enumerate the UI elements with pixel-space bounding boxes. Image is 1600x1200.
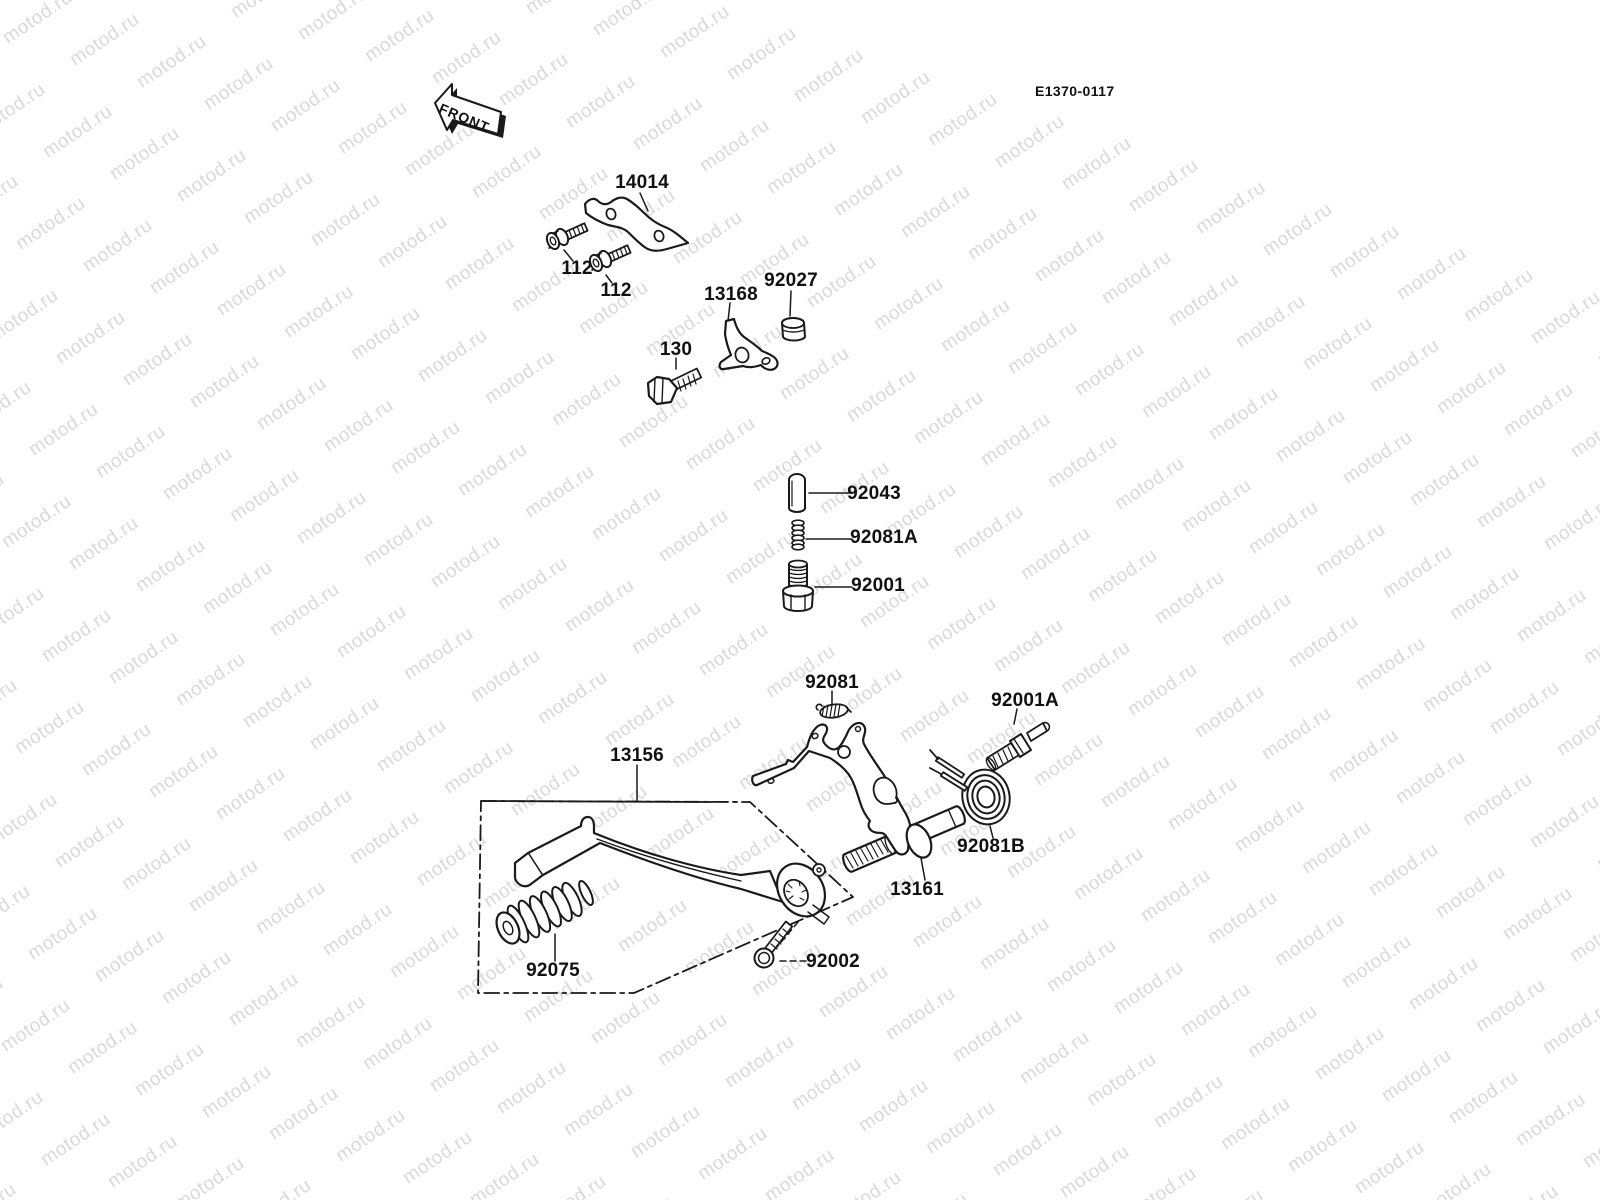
part-label-92043: 92043 xyxy=(847,483,901,504)
part-92001A-drawing xyxy=(985,721,1051,771)
part-label-130: 130 xyxy=(659,339,693,360)
part-shift-arm-drawing xyxy=(751,721,933,859)
part-label-92027: 92027 xyxy=(764,270,818,291)
part-label-92081A: 92081A xyxy=(850,527,918,548)
leader-lines xyxy=(554,192,1018,962)
part-label-92001: 92001 xyxy=(851,575,905,596)
part-14014-drawing xyxy=(583,196,690,252)
part-label-14014: 14014 xyxy=(615,172,669,193)
part-label-92075: 92075 xyxy=(526,960,580,981)
part-130-bolt-drawing xyxy=(646,367,703,406)
part-label-92001A: 92001A xyxy=(991,690,1059,711)
part-92075-drawing xyxy=(495,880,594,945)
part-92081B-drawing xyxy=(929,749,1011,826)
part-92081-drawing xyxy=(815,703,852,719)
part-label-112-lower: 112 xyxy=(600,280,632,301)
part-label-92081: 92081 xyxy=(805,672,859,693)
part-112-bolt-drawing xyxy=(545,222,589,251)
front-arrow xyxy=(434,83,506,138)
part-label-13161: 13161 xyxy=(890,879,944,900)
part-92081A-drawing xyxy=(791,519,805,551)
part-label-13156: 13156 xyxy=(610,745,664,766)
part-label-112-upper: 112 xyxy=(561,258,593,279)
part-92002-drawing xyxy=(753,920,794,969)
assembly-box-13156 xyxy=(477,800,854,994)
part-label-92002: 92002 xyxy=(806,951,860,972)
part-92027-drawing xyxy=(781,317,806,342)
part-label-13168: 13168 xyxy=(704,284,758,305)
part-label-92081B: 92081B xyxy=(957,836,1025,857)
part-92043-drawing xyxy=(788,473,806,513)
part-13156-pedal-drawing xyxy=(513,815,830,925)
part-92001-drawing xyxy=(782,559,814,612)
diagram-code: E1370-0117 xyxy=(1035,83,1115,99)
part-13168-drawing xyxy=(718,317,779,371)
